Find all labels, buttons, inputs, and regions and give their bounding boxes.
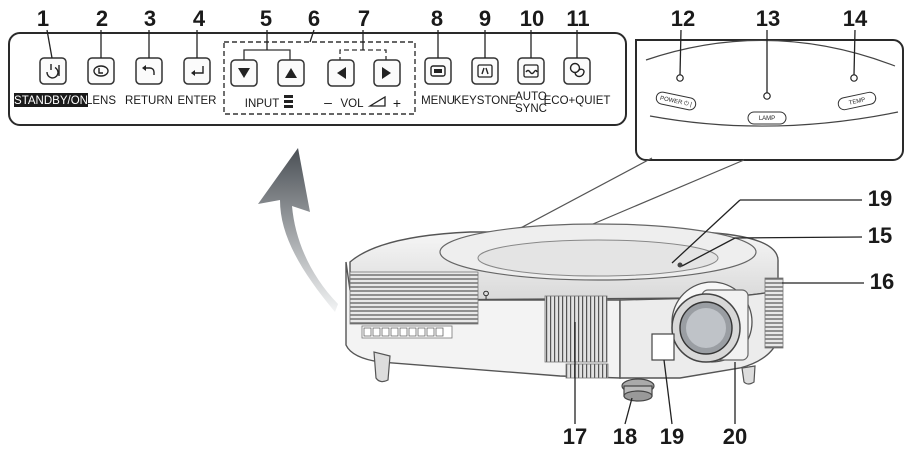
vol-label: VOL [340, 98, 364, 110]
eco-quiet-button[interactable] [563, 57, 591, 85]
standby-on-button[interactable] [39, 57, 67, 85]
callout-18: 18 [613, 424, 637, 449]
right-foot [741, 365, 756, 385]
callout-16: 16 [870, 269, 894, 294]
lock-icon: ⚲ [482, 290, 489, 301]
control-panel [8, 32, 627, 126]
return-button[interactable] [135, 57, 163, 85]
callout-6: 6 [308, 6, 320, 31]
enter-label: ENTER [178, 95, 217, 107]
zoom-line-left [497, 157, 653, 241]
temp-indicator [850, 74, 858, 82]
indicator-inset: POWER ⏻ | LAMP TEMP [635, 39, 904, 161]
keystone-label: KEYSTONE [454, 95, 517, 107]
callout-5: 5 [260, 6, 272, 31]
left-vent [349, 271, 479, 325]
menu-label: MENU [421, 95, 455, 107]
sync-label: SYNC [515, 103, 547, 115]
vol-minus-label: – [324, 94, 332, 110]
front-remote-sensor [651, 333, 675, 361]
vol-up-button[interactable] [373, 59, 401, 87]
callout-13: 13 [756, 6, 780, 31]
input-source-icon [284, 95, 293, 108]
eco-quiet-label: ECO+QUIET [544, 95, 611, 107]
callout-12: 12 [671, 6, 695, 31]
volume-ramp-icon [367, 95, 386, 107]
input-label: INPUT [245, 98, 280, 110]
return-label: RETURN [125, 95, 173, 107]
input-down-button[interactable] [230, 59, 258, 87]
lens-label: LENS [86, 95, 116, 107]
lamp-indicator [763, 92, 771, 100]
callout-11: 11 [566, 6, 589, 31]
callout-2: 2 [96, 6, 108, 31]
projector-body: ⚲ [345, 223, 784, 402]
callout-14: 14 [843, 6, 868, 31]
callout-7: 7 [358, 6, 370, 31]
lamp-indicator-label: LAMP [759, 116, 775, 122]
standby-on-label: STANDBY/ON [14, 95, 88, 107]
power-indicator [676, 74, 684, 82]
callout-19-bottom: 19 [660, 424, 684, 449]
front-vent [544, 295, 608, 363]
input-up-button[interactable] [277, 59, 305, 87]
curved-arrow-icon [258, 148, 338, 312]
callout-20: 20 [723, 424, 747, 449]
callout-15: 15 [868, 223, 892, 248]
vol-plus-label: + [393, 95, 401, 111]
callout-3: 3 [144, 6, 156, 31]
auto-label: AUTO [515, 91, 547, 103]
top-sensor [677, 262, 683, 268]
temp-indicator-label: TEMP [848, 97, 866, 106]
menu-button[interactable] [424, 57, 452, 85]
callout-17: 17 [563, 424, 587, 449]
callout-19-top: 19 [868, 186, 892, 211]
callout-4: 4 [193, 6, 206, 31]
front-button-row [361, 325, 453, 339]
enter-button[interactable] [183, 57, 211, 85]
rear-foot [373, 351, 391, 383]
callout-9: 9 [479, 6, 491, 31]
callout-8: 8 [431, 6, 443, 31]
lens-button[interactable] [87, 57, 115, 85]
right-vent [764, 277, 784, 349]
callout-10: 10 [520, 6, 544, 31]
vol-down-button[interactable] [327, 59, 355, 87]
auto-sync-button[interactable] [517, 57, 545, 85]
keystone-button[interactable] [471, 57, 499, 85]
callout-1: 1 [37, 6, 49, 31]
standby-on-label-bg [14, 93, 88, 107]
